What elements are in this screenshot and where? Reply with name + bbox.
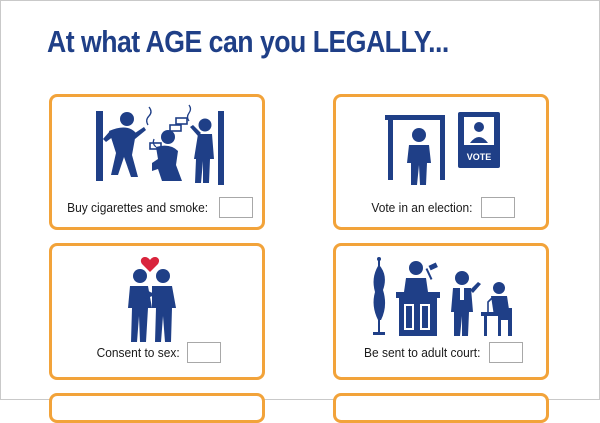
card-label-voting: Vote in an election: — [371, 200, 473, 215]
card-label-consent: Consent to sex: — [96, 345, 180, 360]
card-consent: Consent to sex: — [49, 243, 265, 380]
age-input-adult-court[interactable] — [489, 342, 524, 363]
card-label-adult-court: Be sent to adult court: — [363, 345, 481, 360]
couple-kissing-with-heart-icon — [128, 257, 176, 342]
card-voting: VOTE Vote in an election: — [333, 94, 549, 230]
page-title: At what AGE can you LEGALLY... — [47, 24, 449, 59]
age-input-voting[interactable] — [480, 197, 515, 218]
age-input-smoking[interactable] — [218, 197, 253, 218]
vote-badge-text: VOTE — [467, 152, 492, 162]
card-adult-court: Be sent to adult court: — [333, 243, 549, 380]
card-label-smoking: Buy cigarettes and smoke: — [67, 200, 209, 215]
card-smoking: Buy cigarettes and smoke: — [49, 94, 265, 230]
smokers-by-brick-wall-icon — [96, 104, 224, 185]
courtroom-judge-icon — [373, 257, 512, 336]
voting-booth-and-ballot-icon: VOTE — [385, 112, 500, 185]
card-partial-right — [333, 393, 549, 423]
card-partial-left — [49, 393, 265, 423]
age-input-consent[interactable] — [187, 342, 222, 363]
